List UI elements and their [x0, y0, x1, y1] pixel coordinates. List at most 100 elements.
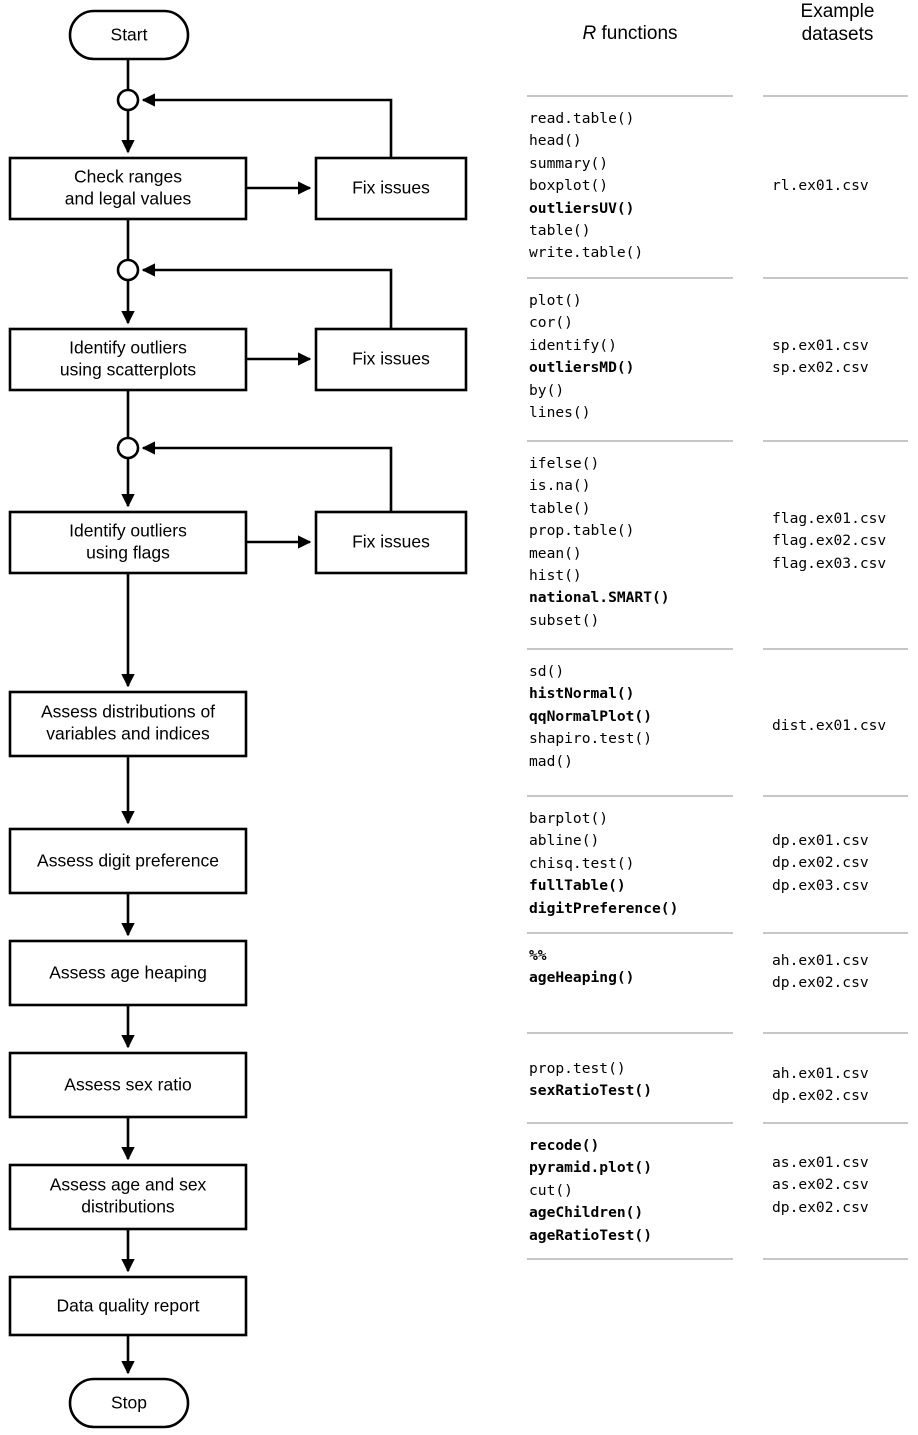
dataset-name: ah.ex01.csv [772, 1065, 869, 1082]
table-rule-left-5 [527, 932, 733, 934]
junction-3 [116, 436, 140, 460]
function-group-age-sex-distributions: recode()pyramid.plot()cut()ageChildren()… [529, 1135, 744, 1247]
function-name: qqNormalPlot() [529, 707, 653, 725]
function-name: prop.table() [529, 522, 635, 540]
flowchart-svg: Start Check ranges and legal values Fix … [8, 9, 468, 1429]
function-name: write.table() [529, 244, 644, 262]
junction-2 [116, 258, 140, 282]
node-fix-issues-2: Fix issues [314, 327, 468, 392]
table-rule-left-1 [527, 277, 733, 279]
dataset-name: sp.ex02.csv [772, 359, 869, 377]
column-header-r-italic: R [582, 23, 597, 44]
node-stop: Stop [68, 1377, 190, 1429]
dataset-name: rl.ex01.csv [772, 177, 869, 194]
dataset-group-sex-ratio: ah.ex01.csv dp.ex02.csv [772, 1063, 918, 1108]
node-assess-digit-preference: Assess digit preference [8, 827, 248, 895]
dataset-name: dp.ex02.csv [772, 1087, 869, 1105]
dataset-name: dp.ex02.csv [772, 854, 869, 872]
table-rule-right-2 [763, 440, 908, 442]
function-name: digitPreference() [529, 899, 679, 917]
function-name: outliersUV() [529, 199, 635, 217]
dataset-name: flag.ex01.csv [772, 510, 887, 527]
node-start: Start [68, 9, 190, 61]
table-rule-right-7 [763, 1122, 908, 1124]
function-name: barplot() [529, 810, 609, 827]
dataset-name: dp.ex01.csv [772, 832, 869, 849]
function-name: sexRatioTest() [529, 1082, 653, 1100]
table-rule-right-1 [763, 277, 908, 279]
node-stop-label: Stop [111, 1393, 147, 1413]
function-name: head() [529, 132, 582, 150]
function-name: cor() [529, 314, 573, 332]
function-name: fullTable() [529, 877, 626, 895]
table-rule-right-3 [763, 648, 908, 650]
function-name: by() [529, 381, 565, 399]
node-identify-outliers-scatterplots-line2: using scatterplots [60, 360, 196, 380]
column-header-example-datasets: Example datasets [765, 0, 910, 46]
function-name: shapiro.test() [529, 730, 653, 748]
function-name: ageRatioTest() [529, 1226, 653, 1244]
node-identify-outliers-flags: Identify outliers using flags [8, 510, 248, 575]
table-rule-left-7 [527, 1122, 733, 1124]
table-rule-left-8 [527, 1258, 733, 1260]
node-assess-sex-ratio: Assess sex ratio [8, 1051, 248, 1119]
node-assess-digit-preference-line1: Assess digit preference [37, 851, 219, 871]
function-name: mad() [529, 752, 573, 770]
function-name: prop.test() [529, 1060, 626, 1077]
node-assess-sex-ratio-line1: Assess sex ratio [64, 1075, 191, 1095]
function-group-ranges-legal-values: read.table()head()summary()boxplot()outl… [529, 108, 744, 265]
function-name: cut() [529, 1181, 573, 1199]
function-name: national.SMART() [529, 589, 670, 607]
table-rule-right-6 [763, 1032, 908, 1034]
node-assess-age-sex-distributions: Assess age and sex distributions [8, 1163, 248, 1231]
node-fix-issues-3: Fix issues [314, 510, 468, 575]
table-rule-right-5 [763, 932, 908, 934]
dataset-name: dp.ex02.csv [772, 1198, 869, 1216]
dataset-name: as.ex01.csv [772, 1154, 869, 1171]
dataset-group-digit-preference: dp.ex01.csv dp.ex02.csv dp.ex03.csv [772, 830, 918, 897]
function-name: abline() [529, 832, 600, 850]
dataset-group-ranges-legal-values: rl.ex01.csv [772, 175, 918, 197]
node-fix-issues-2-label: Fix issues [352, 349, 430, 369]
node-fix-issues-1-label: Fix issues [352, 178, 430, 198]
node-fix-issues-3-label: Fix issues [352, 532, 430, 552]
node-assess-distributions-line2: variables and indices [46, 724, 210, 744]
function-name: ageHeaping() [529, 969, 635, 987]
node-identify-outliers-scatterplots: Identify outliers using scatterplots [8, 327, 248, 392]
node-identify-outliers-flags-line2: using flags [86, 543, 170, 563]
node-check-ranges: Check ranges and legal values [8, 156, 248, 221]
node-start-label: Start [111, 25, 148, 45]
node-check-ranges-line2: and legal values [65, 189, 192, 209]
node-check-ranges-line1: Check ranges [74, 167, 182, 187]
dataset-name: dp.ex02.csv [772, 974, 869, 992]
node-assess-age-heaping-line1: Assess age heaping [49, 963, 207, 983]
column-header-r-functions: R functions [527, 22, 733, 45]
table-rule-left-4 [527, 795, 733, 797]
node-fix-issues-1: Fix issues [314, 156, 468, 221]
function-group-flags: ifelse()is.na()table()prop.table()mean()… [529, 453, 744, 632]
flowchart-panel: Start Check ranges and legal values Fix … [8, 9, 468, 1429]
node-identify-outliers-flags-line1: Identify outliers [69, 521, 187, 541]
dataset-group-distributions: dist.ex01.csv [772, 715, 918, 737]
function-name: pyramid.plot() [529, 1159, 653, 1177]
function-group-scatterplots: plot()cor()identify()outliersMD()by()lin… [529, 290, 744, 424]
table-rule-left-0 [527, 95, 733, 97]
function-name: mean() [529, 544, 582, 562]
function-name: read.table() [529, 110, 635, 127]
table-rule-right-8 [763, 1258, 908, 1260]
node-assess-age-sex-distributions-line2: distributions [81, 1197, 175, 1217]
node-assess-age-heaping: Assess age heaping [8, 939, 248, 1007]
dataset-name: dp.ex03.csv [772, 876, 869, 894]
edge-fix-1-feedback [141, 93, 393, 158]
function-name: identify() [529, 336, 617, 354]
dataset-name: flag.ex02.csv [772, 532, 887, 550]
function-group-age-heaping: %%ageHeaping() [529, 945, 744, 990]
table-rule-left-3 [527, 648, 733, 650]
table-rule-left-2 [527, 440, 733, 442]
reference-table-panel: R functions Example datasets read.table(… [500, 0, 918, 1435]
